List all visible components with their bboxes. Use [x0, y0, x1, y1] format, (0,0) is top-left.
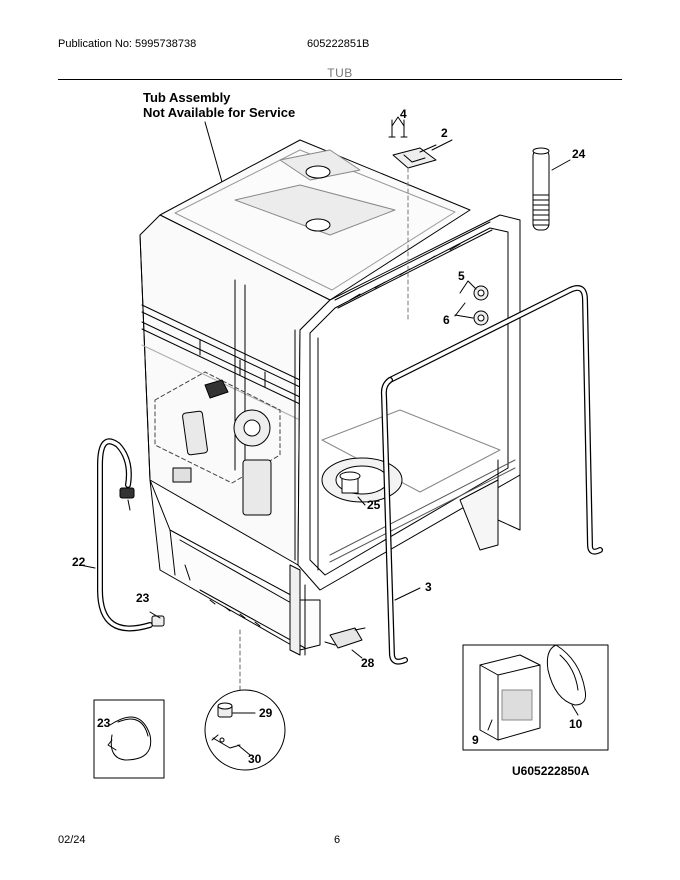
note-line-1: Tub Assembly: [143, 90, 231, 105]
callout-28: 28: [361, 656, 375, 670]
callout-9: 9: [472, 733, 479, 747]
callout-24: 24: [572, 147, 586, 161]
diagram-id: U605222850A: [512, 764, 590, 778]
bracket-part-2: [392, 139, 453, 321]
page-number: 6: [334, 834, 341, 846]
footer-date: 02/24: [58, 834, 86, 846]
tub-body: [139, 139, 521, 721]
callout-23-hose: 23: [136, 591, 150, 605]
callout-25: 25: [367, 498, 381, 512]
callout-6: 6: [443, 313, 450, 327]
callout-29: 29: [259, 706, 273, 720]
publication-number: Publication No: 5995738738: [58, 38, 197, 50]
note-line-2: Not Available for Service: [143, 105, 296, 120]
callout-2: 2: [441, 126, 448, 140]
clamp-detail-part-23: [93, 699, 165, 779]
callout-10: 10: [569, 717, 583, 731]
door-gasket-part-3: [380, 285, 603, 665]
screws-part-4: [388, 116, 408, 138]
callout-30: 30: [248, 752, 262, 766]
model-number: 605222851B: [307, 38, 370, 50]
switch-part-28: [324, 627, 366, 659]
header-rule: [58, 79, 622, 80]
callout-5: 5: [458, 269, 465, 283]
hose-part-22: [79, 438, 165, 632]
grommets-part-5-6: [454, 280, 489, 326]
callout-4: 4: [400, 107, 407, 121]
detail-circle-29-30: [204, 689, 286, 771]
note-leader: [204, 121, 223, 183]
vent-part-24: [532, 147, 571, 231]
callout-23-detail: 23: [97, 716, 111, 730]
detail-box-9-10: [462, 644, 609, 751]
sump-part-25: [357, 496, 366, 506]
callout-22: 22: [72, 555, 86, 569]
tub-assembly-note: Tub Assembly Not Available for Service: [143, 90, 295, 120]
callout-3: 3: [425, 580, 432, 594]
section-title: TUB: [327, 66, 353, 80]
